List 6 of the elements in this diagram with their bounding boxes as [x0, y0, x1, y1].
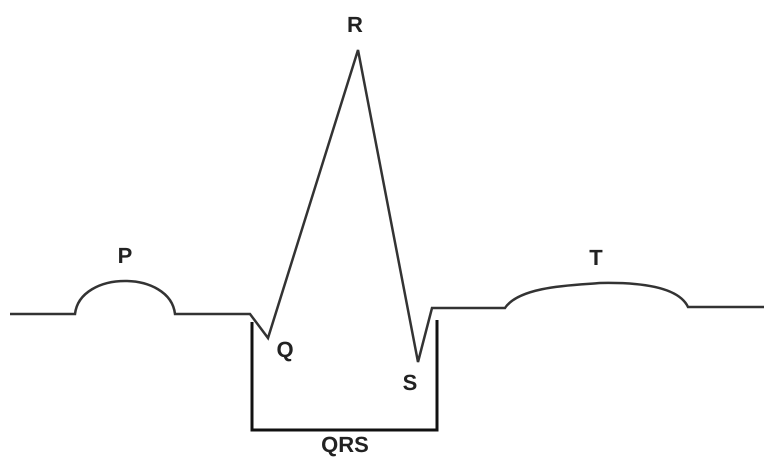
wave-label: S [402, 372, 418, 394]
wave-label: T [589, 247, 603, 269]
wave-label: QRS [321, 434, 369, 456]
wave-label: P [118, 245, 132, 267]
wave-label: R [347, 14, 363, 36]
wave-label: Q [276, 339, 294, 361]
